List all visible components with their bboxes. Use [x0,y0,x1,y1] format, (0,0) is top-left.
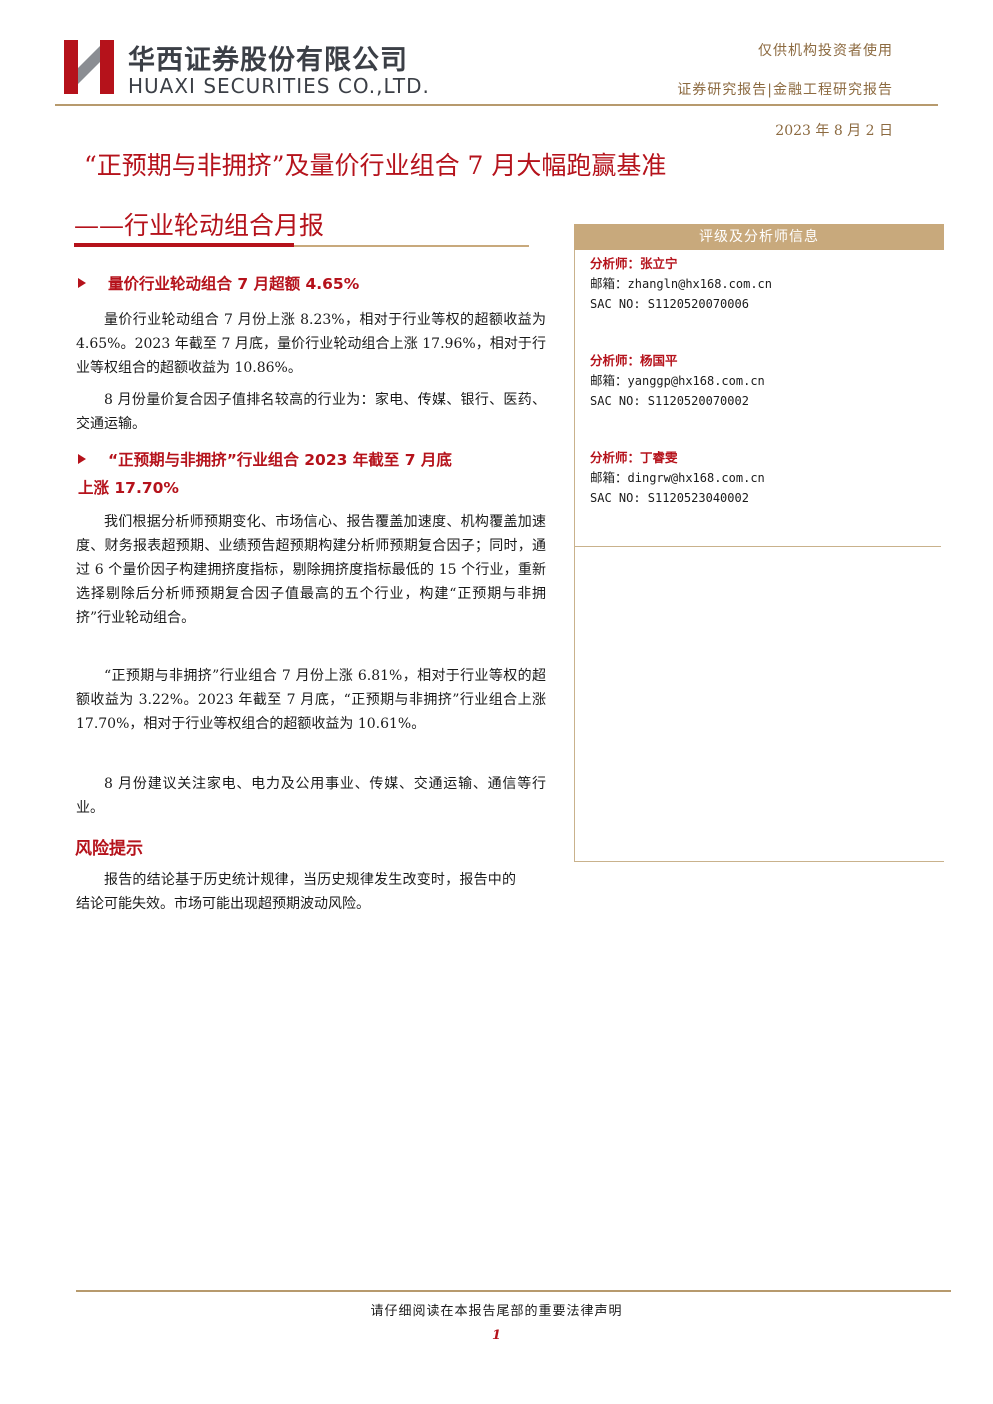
report-category: 证券研究报告|金融工程研究报告 [677,82,893,98]
company-logo: 华西证券股份有限公司 HUAXI SECURITIES CO.,LTD. [62,30,442,100]
analyst-info-panel [574,224,944,862]
analyst-card-2: 分析师：杨国平 邮箱：yanggp@hx168.com.cn SAC NO: S… [590,351,765,411]
analyst-card-1: 分析师：张立宁 邮箱：zhangln@hx168.com.cn SAC NO: … [590,254,772,314]
huaxi-logo-icon [64,40,114,94]
page-number: 1 [491,1328,502,1343]
title-underline [74,245,529,247]
section-1-paragraph-1: 量价行业轮动组合 7 月份上涨 8.23%，相对于行业等权的超额收益为 4.65… [76,312,546,376]
analyst-name: 张立宁 [640,256,678,271]
section-2-paragraph-1: 我们根据分析师预期变化、市场信心、报告覆盖加速度、机构覆盖加速度、财务报表超预期… [76,514,546,626]
legal-notice: 请仔细阅读在本报告尾部的重要法律声明 [370,1304,623,1319]
analyst-email: yanggp@hx168.com.cn [627,374,765,388]
analyst-sac: SAC NO: S1120520070002 [590,394,749,408]
section-heading-2: “正预期与非拥挤”行业组合 2023 年截至 7 月底 上涨 17.70% [78,451,452,497]
risk-heading: 风险提示 [75,839,143,859]
company-name-cn: 华西证券股份有限公司 [128,45,408,76]
analyst-panel-divider [575,546,941,547]
header-divider [55,104,938,106]
footer-divider [76,1290,951,1292]
section-2-paragraph-2: “正预期与非拥挤”行业组合 7 月份上涨 6.81%，相对于行业等权的超额收益为… [76,668,546,732]
section-heading-1: 量价行业轮动组合 7 月超额 4.65% [78,272,359,294]
analyst-email: dingrw@hx168.com.cn [627,471,765,485]
risk-paragraph: 报告的结论基于历史统计规律，当历史规律发生改变时，报告中的结论可能失效。市场可能… [76,872,516,912]
report-subtitle: ——行业轮动组合月报 [74,211,325,240]
analyst-sac: SAC NO: S1120523040002 [590,491,749,505]
audience-note: 仅供机构投资者使用 [758,43,893,59]
analyst-email: zhangln@hx168.com.cn [627,277,773,291]
analyst-name: 丁睿雯 [640,450,678,465]
analyst-panel-title: 评级及分析师信息 [574,224,944,250]
report-title: “正预期与非拥挤”及量价行业组合 7 月大幅跑赢基准 [84,151,667,180]
section-2-paragraph-3: 8 月份建议关注家电、电力及公用事业、传媒、交通运输、通信等行业。 [76,776,546,816]
triangle-bullet-icon [78,278,86,288]
analyst-card-3: 分析师：丁睿雯 邮箱：dingrw@hx168.com.cn SAC NO: S… [590,448,765,508]
analyst-name: 杨国平 [640,353,678,368]
report-date: 2023 年 8 月 2 日 [775,123,893,139]
title-underline-accent [74,243,294,247]
company-name-en: HUAXI SECURITIES CO.,LTD. [128,74,430,98]
triangle-bullet-icon [78,454,86,464]
analyst-sac: SAC NO: S1120520070006 [590,297,749,311]
section-1-paragraph-2: 8 月份量价复合因子值排名较高的行业为：家电、传媒、银行、医药、交通运输。 [76,392,546,432]
